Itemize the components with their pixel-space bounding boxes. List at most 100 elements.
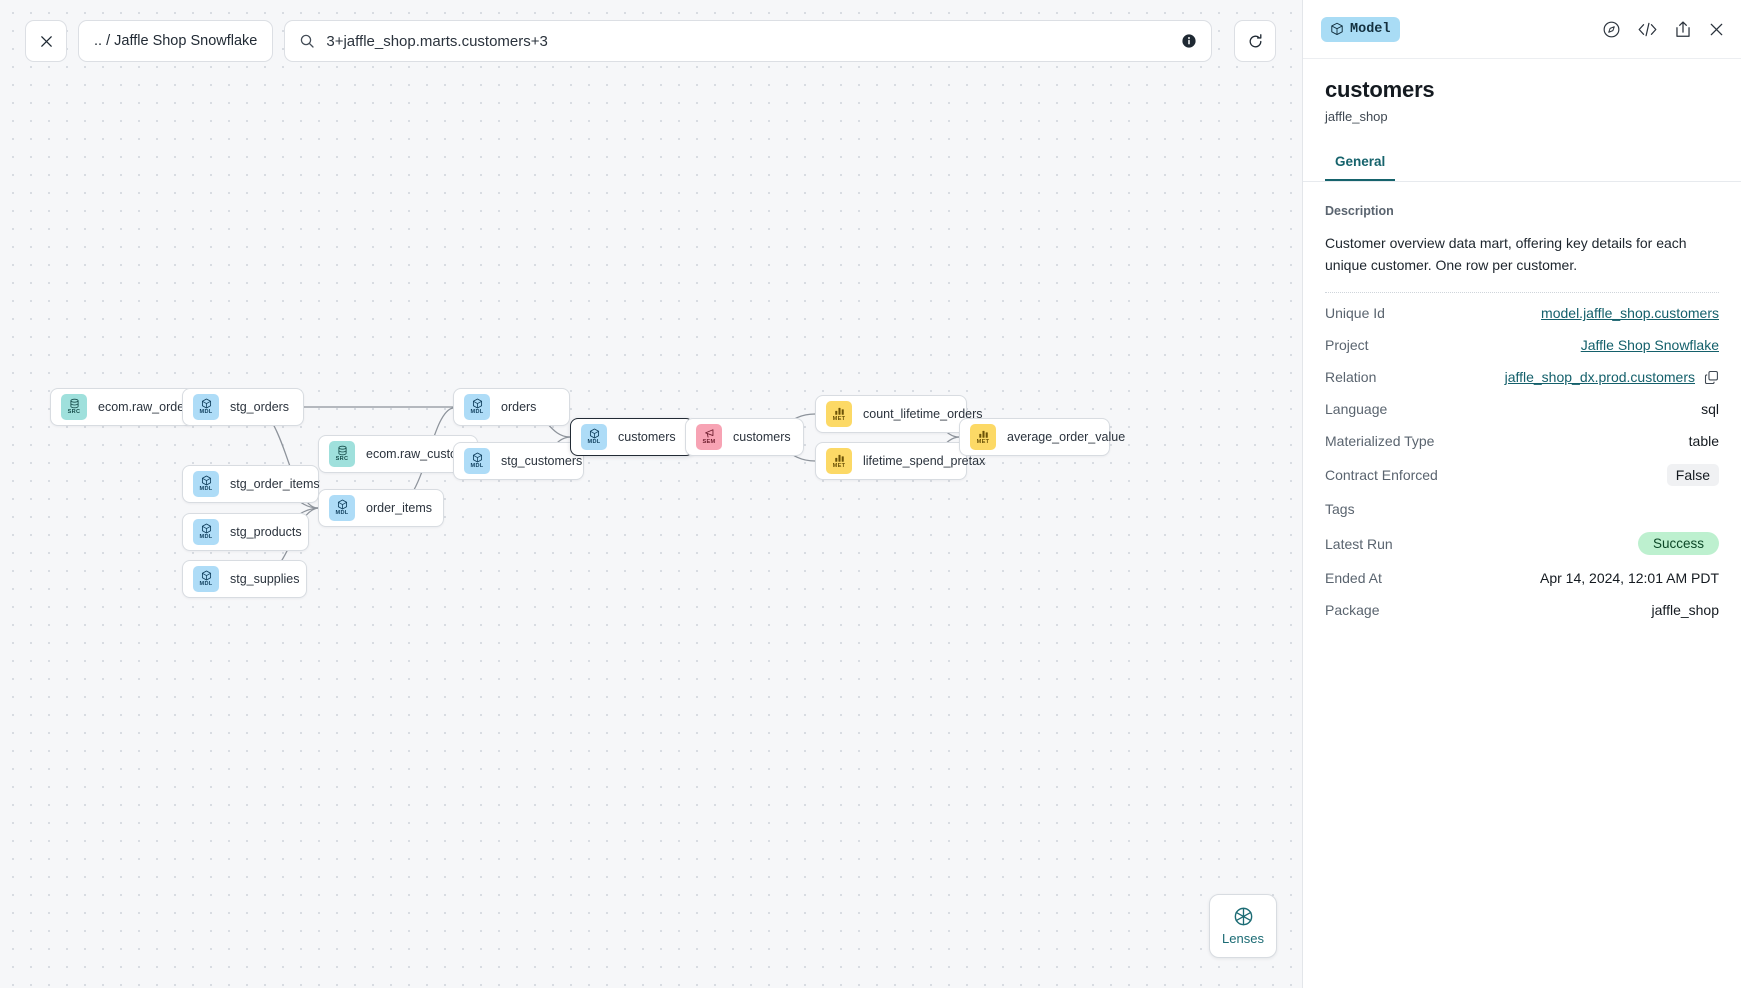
lineage-node-stg_orders[interactable]: MDL stg_orders (182, 388, 304, 426)
property-value-wrap: False (1666, 464, 1719, 486)
property-row: Project Jaffle Shop Snowflake (1325, 329, 1719, 361)
met-badge-icon: MET (826, 448, 852, 474)
lineage-node-label: stg_orders (230, 400, 290, 414)
description-label: Description (1325, 204, 1394, 218)
lineage-node-label: lifetime_spend_pretax (863, 454, 986, 468)
lineage-node-label: stg_customers (501, 454, 583, 468)
lineage-node-label: customers (733, 430, 791, 444)
status-badge: Success (1637, 532, 1719, 555)
property-row: Package jaffle_shop (1325, 594, 1719, 626)
lineage-node-label: orders (501, 400, 537, 414)
met-badge-icon: MET (970, 424, 996, 450)
refresh-icon (1249, 33, 1262, 47)
property-key: Relation (1325, 369, 1377, 385)
share-icon[interactable] (1674, 20, 1692, 39)
property-key: Package (1325, 602, 1380, 618)
panel-tabs: General (1303, 146, 1741, 182)
tab-general[interactable]: General (1325, 146, 1396, 181)
property-value: sql (1701, 401, 1719, 417)
property-key: Ended At (1325, 570, 1382, 586)
breadcrumb[interactable]: .. / Jaffle Shop Snowflake (78, 20, 274, 62)
lineage-canvas[interactable]: .. / Jaffle Shop Snowflake 3+jaffle_shop… (0, 0, 1302, 988)
lineage-node-label: stg_products (230, 525, 302, 539)
mdl-badge-icon: MDL (193, 519, 219, 545)
explore-icon[interactable] (1602, 20, 1621, 39)
property-value-wrap: jaffle_shop_dx.prod.customers (1505, 369, 1719, 385)
property-key: Project (1325, 337, 1369, 353)
property-key: Tags (1325, 501, 1355, 517)
property-row: Contract Enforced False (1325, 457, 1719, 493)
property-value-wrap: jaffle_shop (1652, 602, 1719, 618)
resource-type-label: Model (1350, 21, 1391, 37)
mdl-badge-icon: MDL (464, 448, 490, 474)
code-icon[interactable] (1637, 20, 1658, 39)
page-title: customers (1325, 77, 1435, 102)
mdl-badge-icon: MDL (193, 566, 219, 592)
aperture-icon (1234, 907, 1252, 926)
property-value-wrap: sql (1701, 401, 1719, 417)
panel-content: Description Customer overview data mart,… (1303, 182, 1741, 988)
src-badge-icon: SRC (329, 441, 355, 467)
lineage-node-label: ecom.raw_orders (98, 400, 195, 414)
close-icon[interactable] (1708, 21, 1725, 38)
lineage-node-stg_customers[interactable]: MDL stg_customers (453, 442, 584, 480)
close-graph-button[interactable] (25, 20, 67, 62)
resource-type-chip: Model (1321, 16, 1400, 42)
property-value: table (1688, 433, 1719, 449)
panel-toolbar: Model (1303, 0, 1741, 59)
property-row: Materialized Type table (1325, 425, 1719, 457)
property-value[interactable]: Jaffle Shop Snowflake (1580, 337, 1719, 353)
lineage-node-lifetime_spend_pretax[interactable]: MET lifetime_spend_pretax (815, 442, 985, 480)
property-value-wrap: model.jaffle_shop.customers (1541, 305, 1719, 321)
search-icon (301, 34, 315, 48)
refresh-button[interactable] (1234, 20, 1277, 62)
canvas-toolbar: .. / Jaffle Shop Snowflake 3+jaffle_shop… (25, 20, 1277, 62)
property-value: jaffle_shop (1651, 602, 1719, 618)
mdl-badge-icon: MDL (193, 394, 219, 420)
property-row: Relation jaffle_shop_dx.prod.customers (1325, 361, 1719, 393)
sem-badge-icon: SEM (696, 424, 722, 450)
property-value: Apr 14, 2024, 12:01 AM PDT (1540, 570, 1719, 586)
property-key: Contract Enforced (1325, 467, 1438, 483)
property-value-wrap: Apr 14, 2024, 12:01 AM PDT (1540, 570, 1719, 586)
breadcrumb-label: .. / Jaffle Shop Snowflake (94, 33, 258, 49)
cube-icon (1331, 22, 1343, 36)
search-input[interactable]: 3+jaffle_shop.marts.customers+3 (284, 20, 1213, 62)
property-value-wrap: table (1689, 433, 1719, 449)
property-value[interactable]: jaffle_shop_dx.prod.customers (1504, 369, 1695, 385)
details-panel: Model (1302, 0, 1741, 988)
property-value-wrap: Jaffle Shop Snowflake (1581, 337, 1719, 353)
mdl-badge-icon: MDL (581, 424, 607, 450)
panel-action-buttons (1602, 20, 1725, 39)
panel-header: customers jaffle_shop (1303, 59, 1741, 124)
lenses-label: Lenses (1222, 931, 1264, 946)
info-icon[interactable] (1181, 33, 1197, 49)
lineage-node-label: average_order_value (1007, 430, 1126, 444)
section-divider (1325, 292, 1719, 293)
lineage-node-average_order_value[interactable]: MET average_order_value (959, 418, 1125, 456)
copy-icon[interactable] (1704, 370, 1719, 385)
lenses-button[interactable]: Lenses (1209, 894, 1277, 958)
property-row: Ended At Apr 14, 2024, 12:01 AM PDT (1325, 562, 1719, 594)
lineage-node-label: order_items (366, 501, 432, 515)
property-key: Unique Id (1325, 305, 1385, 321)
lineage-node-label: stg_supplies (230, 572, 300, 586)
lineage-node-customers_semantic[interactable]: SEM customers (685, 418, 804, 456)
property-value: False (1666, 464, 1719, 486)
lineage-node-stg_supplies[interactable]: MDL stg_supplies (182, 560, 307, 598)
property-value[interactable]: model.jaffle_shop.customers (1541, 305, 1719, 321)
lineage-node-stg_products[interactable]: MDL stg_products (182, 513, 309, 551)
property-key: Materialized Type (1325, 433, 1435, 449)
lineage-node-label: stg_order_items (230, 477, 320, 491)
page-subtitle: jaffle_shop (1325, 109, 1388, 124)
property-value-wrap: Success (1637, 532, 1719, 555)
met-badge-icon: MET (826, 401, 852, 427)
